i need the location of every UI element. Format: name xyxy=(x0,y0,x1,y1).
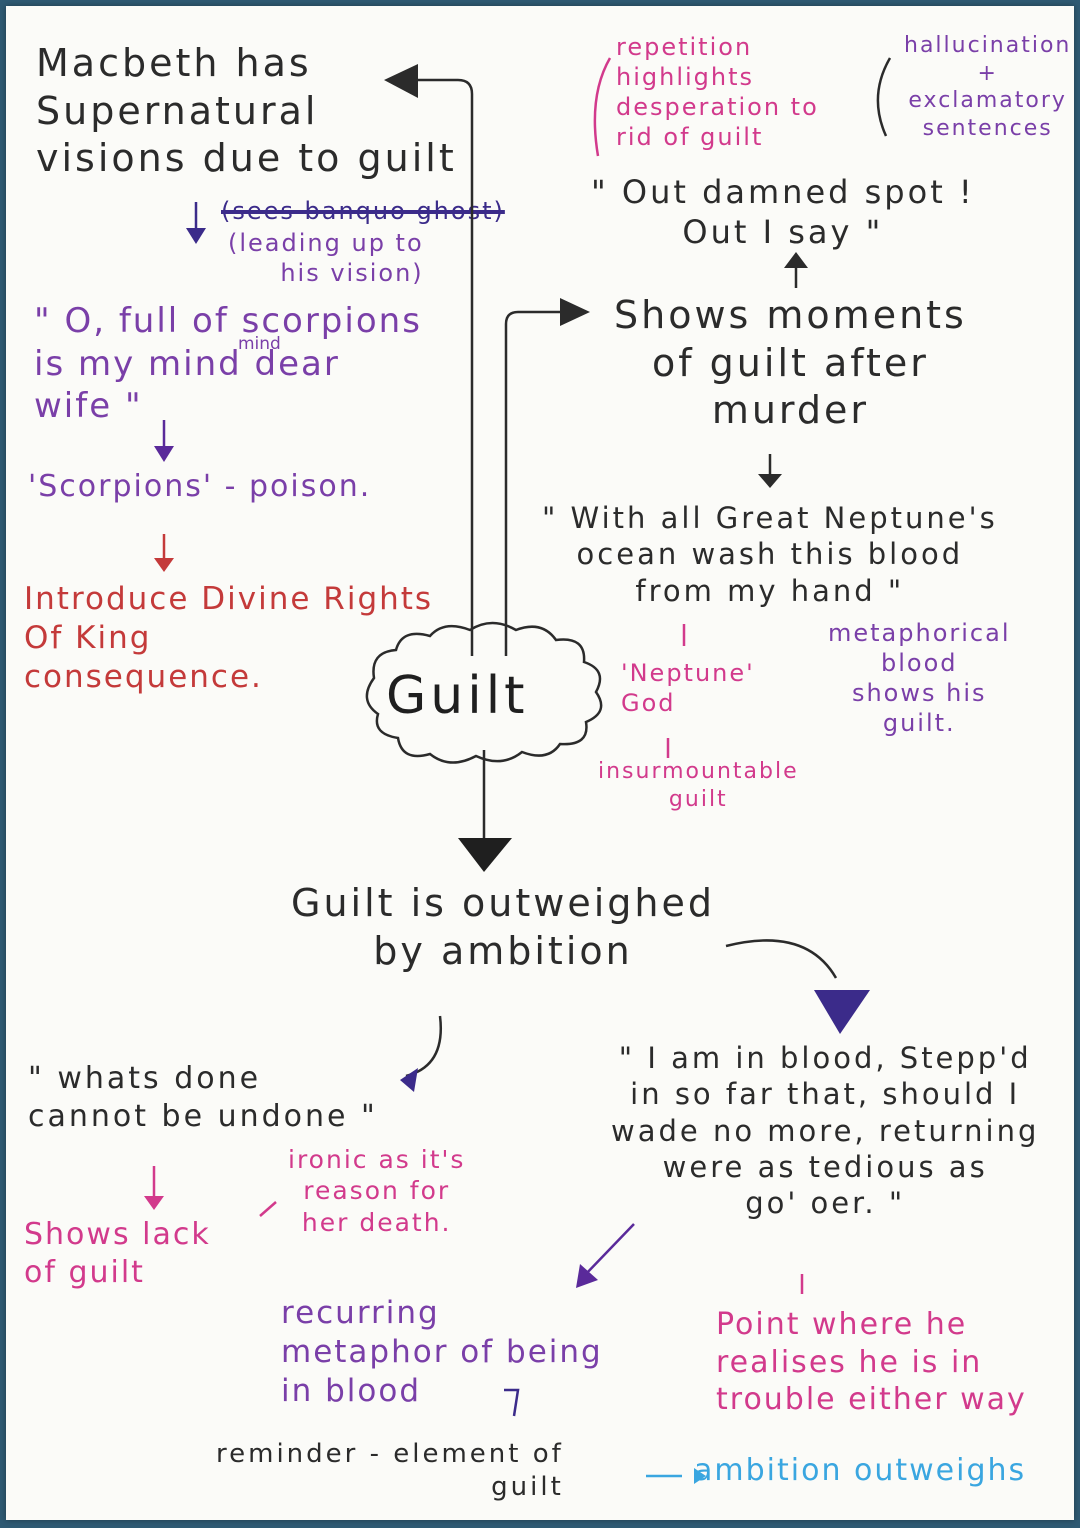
lack-of-guilt-note: Shows lack of guilt xyxy=(24,1217,211,1290)
arrowhead-to-heading xyxy=(384,64,418,98)
supernatural-visions-heading: Macbeth has Supernatural visions due to … xyxy=(36,41,457,180)
neptune-god-note: 'Neptune' God xyxy=(621,659,755,717)
arrowhead-to-moments xyxy=(560,298,590,326)
ambition-outweighs-note: ambition outweighs xyxy=(694,1453,1027,1488)
scorpions-poison-note: 'Scorpions' - poison. xyxy=(28,469,372,504)
moments-of-guilt-heading: Shows moments of guilt after murder xyxy=(614,293,967,432)
recurring-metaphor-note: recurring metaphor of being in blood xyxy=(281,1295,603,1409)
connector-arrows xyxy=(144,57,892,1484)
arrowhead-ambition xyxy=(814,990,870,1034)
outweighed-heading: Guilt is outweighed by ambition xyxy=(291,881,716,973)
insurmountable-note: insurmountable guilt xyxy=(598,759,799,812)
reminder-note: reminder - element of guilt xyxy=(216,1439,564,1502)
notes-sheet: Macbeth has Supernatural visions due to … xyxy=(6,6,1074,1520)
guilt-cloud-shape xyxy=(365,621,603,764)
arrowhead-whats-done xyxy=(400,1068,418,1092)
arrowhead-recurring xyxy=(576,1264,598,1288)
scorpions-quote: " O, full of scorpions is my mind dear w… xyxy=(34,301,422,426)
blood-stepped-quote: " I am in blood, Stepp'd in so far that,… xyxy=(611,1041,1040,1220)
mind-insert: mind xyxy=(238,334,281,354)
leading-note: (leading up to his vision) xyxy=(228,229,424,287)
repetition-note: repetition highlights desperation to rid… xyxy=(616,33,819,151)
ironic-note: ironic as it's reason for her death. xyxy=(288,1145,466,1237)
divine-rights-note: Introduce Divine Rights Of King conseque… xyxy=(24,581,434,695)
out-damned-spot-quote: " Out damned spot ! Out I say " xyxy=(591,173,975,251)
guilt-center-label: Guilt xyxy=(386,666,529,726)
metaphorical-blood-note: metaphorical blood shows his guilt. xyxy=(828,619,1011,737)
arrowhead-down-guilt xyxy=(458,838,512,872)
hallucination-note: hallucination + exclamatory sentences xyxy=(904,33,1072,141)
struck-note: (sees banquo ghost) xyxy=(221,197,505,225)
neptune-quote: " With all Great Neptune's ocean wash th… xyxy=(542,501,998,608)
whats-done-quote: " whats done cannot be undone " xyxy=(28,1061,378,1134)
point-realises-note: Point where he realises he is in trouble… xyxy=(716,1307,1027,1417)
